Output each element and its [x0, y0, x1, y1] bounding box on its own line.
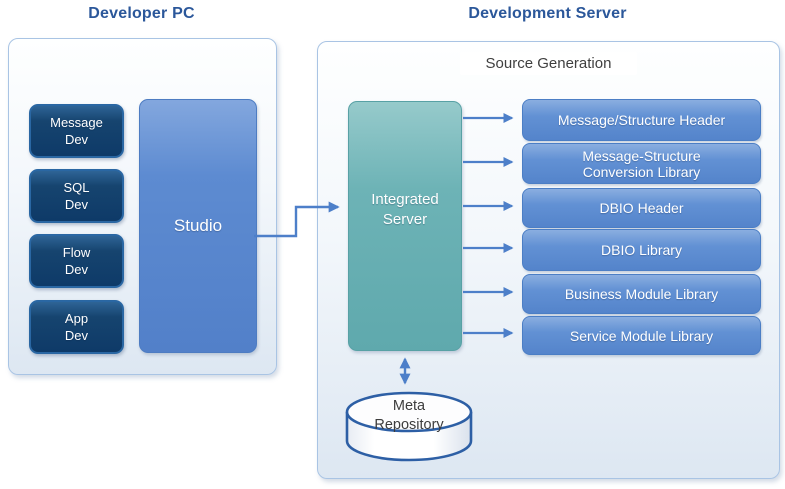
tool-box-message-dev: Message Dev	[29, 104, 124, 158]
output-box-service-module-library: Service Module Library	[522, 316, 761, 355]
output-box-dbio-header: DBIO Header	[522, 188, 761, 228]
developer-pc-container: Message Dev SQL Dev Flow Dev App Dev Stu…	[8, 38, 277, 375]
development-server-title: Development Server	[468, 5, 627, 22]
tool-box-app-dev: App Dev	[29, 300, 124, 354]
output-box-message-structure-conversion-library: Message-Structure Conversion Library	[522, 143, 761, 184]
output-box-dbio-library: DBIO Library	[522, 229, 761, 271]
studio-box: Studio	[139, 99, 257, 353]
meta-repository-cylinder: Meta Repository	[344, 391, 474, 465]
output-box-business-module-library: Business Module Library	[522, 274, 761, 314]
developer-pc-title: Developer PC	[88, 5, 195, 22]
source-generation-label: Source Generation	[318, 52, 779, 75]
development-server-container: Source Generation Integrated Server Mess…	[317, 41, 780, 479]
integrated-server-box: Integrated Server	[348, 101, 462, 351]
database-cylinder-shape	[345, 391, 473, 462]
tool-box-flow-dev: Flow Dev	[29, 234, 124, 288]
meta-repository-label: Meta Repository	[374, 398, 444, 433]
output-box-message-structure-header: Message/Structure Header	[522, 99, 761, 141]
tool-box-sql-dev: SQL Dev	[29, 169, 124, 223]
